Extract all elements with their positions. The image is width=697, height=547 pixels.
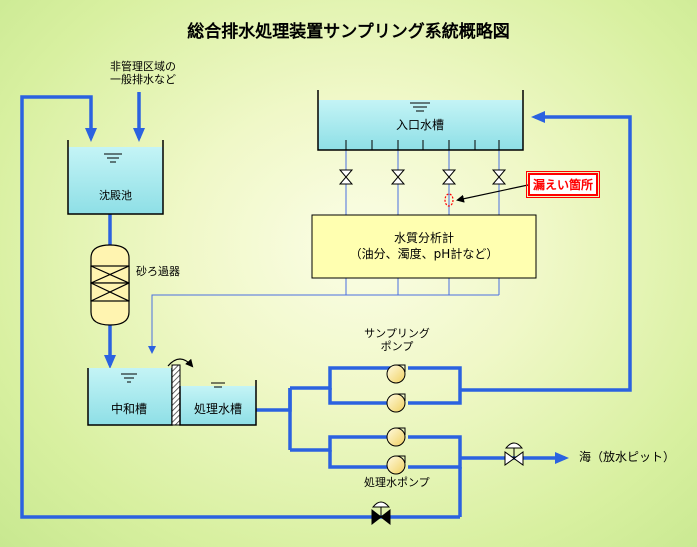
sample-valves — [338, 169, 507, 185]
main-pipes — [20, 92, 632, 519]
treated-water-pump-label: 処理水ポンプ — [364, 476, 430, 489]
treated-water-tank-label: 処理水槽 — [194, 402, 243, 416]
non-managed-area-label: 非管理区域の 一般排水など — [110, 60, 176, 86]
leak-pointer-arrow — [456, 184, 529, 203]
sample-valve-2 — [390, 169, 406, 185]
diagram-title: 総合排水処理装置サンプリング系統概略図 — [187, 22, 510, 42]
sedimentation-tank — [67, 140, 164, 215]
sea-outlet-valve — [504, 442, 524, 466]
sample-valve-4 — [491, 169, 507, 185]
neutralization-tank-label: 中和槽 — [111, 402, 148, 416]
sampling-pump-2 — [386, 393, 406, 413]
inlet-tank — [317, 90, 524, 151]
inlet-tank-label: 入口水槽 — [396, 118, 445, 132]
leak-point-label: 漏えい箇所 — [525, 171, 601, 198]
overflow-weir — [171, 364, 181, 426]
overflow-arrow — [167, 358, 194, 368]
treated-water-pump-2 — [386, 455, 406, 475]
sampling-discharge-pipe — [460, 111, 632, 392]
treated-water-tank — [179, 380, 257, 426]
sampling-pump-label: サンプリング ポンプ — [364, 327, 430, 353]
treated-water-pump-1 — [386, 427, 406, 447]
return-pipe — [20, 95, 460, 519]
sedimentation-tank-label: 沈殿池 — [99, 189, 132, 202]
sea-outlet-label: 海（放水ピット） — [579, 450, 676, 464]
leak-point-marker — [444, 193, 454, 207]
water-quality-analyzer — [311, 214, 537, 279]
sand-filter-label: 砂ろ過器 — [136, 265, 180, 278]
pumps — [386, 364, 406, 475]
analyzer-label: 水質分析計 （油分、濁度、pH計など） — [349, 231, 499, 262]
sand-filter — [90, 244, 130, 326]
treated-outlet-pipe — [256, 388, 292, 412]
sample-valve-3 — [441, 169, 457, 185]
return-line-valve — [371, 501, 391, 526]
sampling-pump-1 — [386, 364, 406, 384]
sample-valve-1 — [338, 169, 354, 185]
